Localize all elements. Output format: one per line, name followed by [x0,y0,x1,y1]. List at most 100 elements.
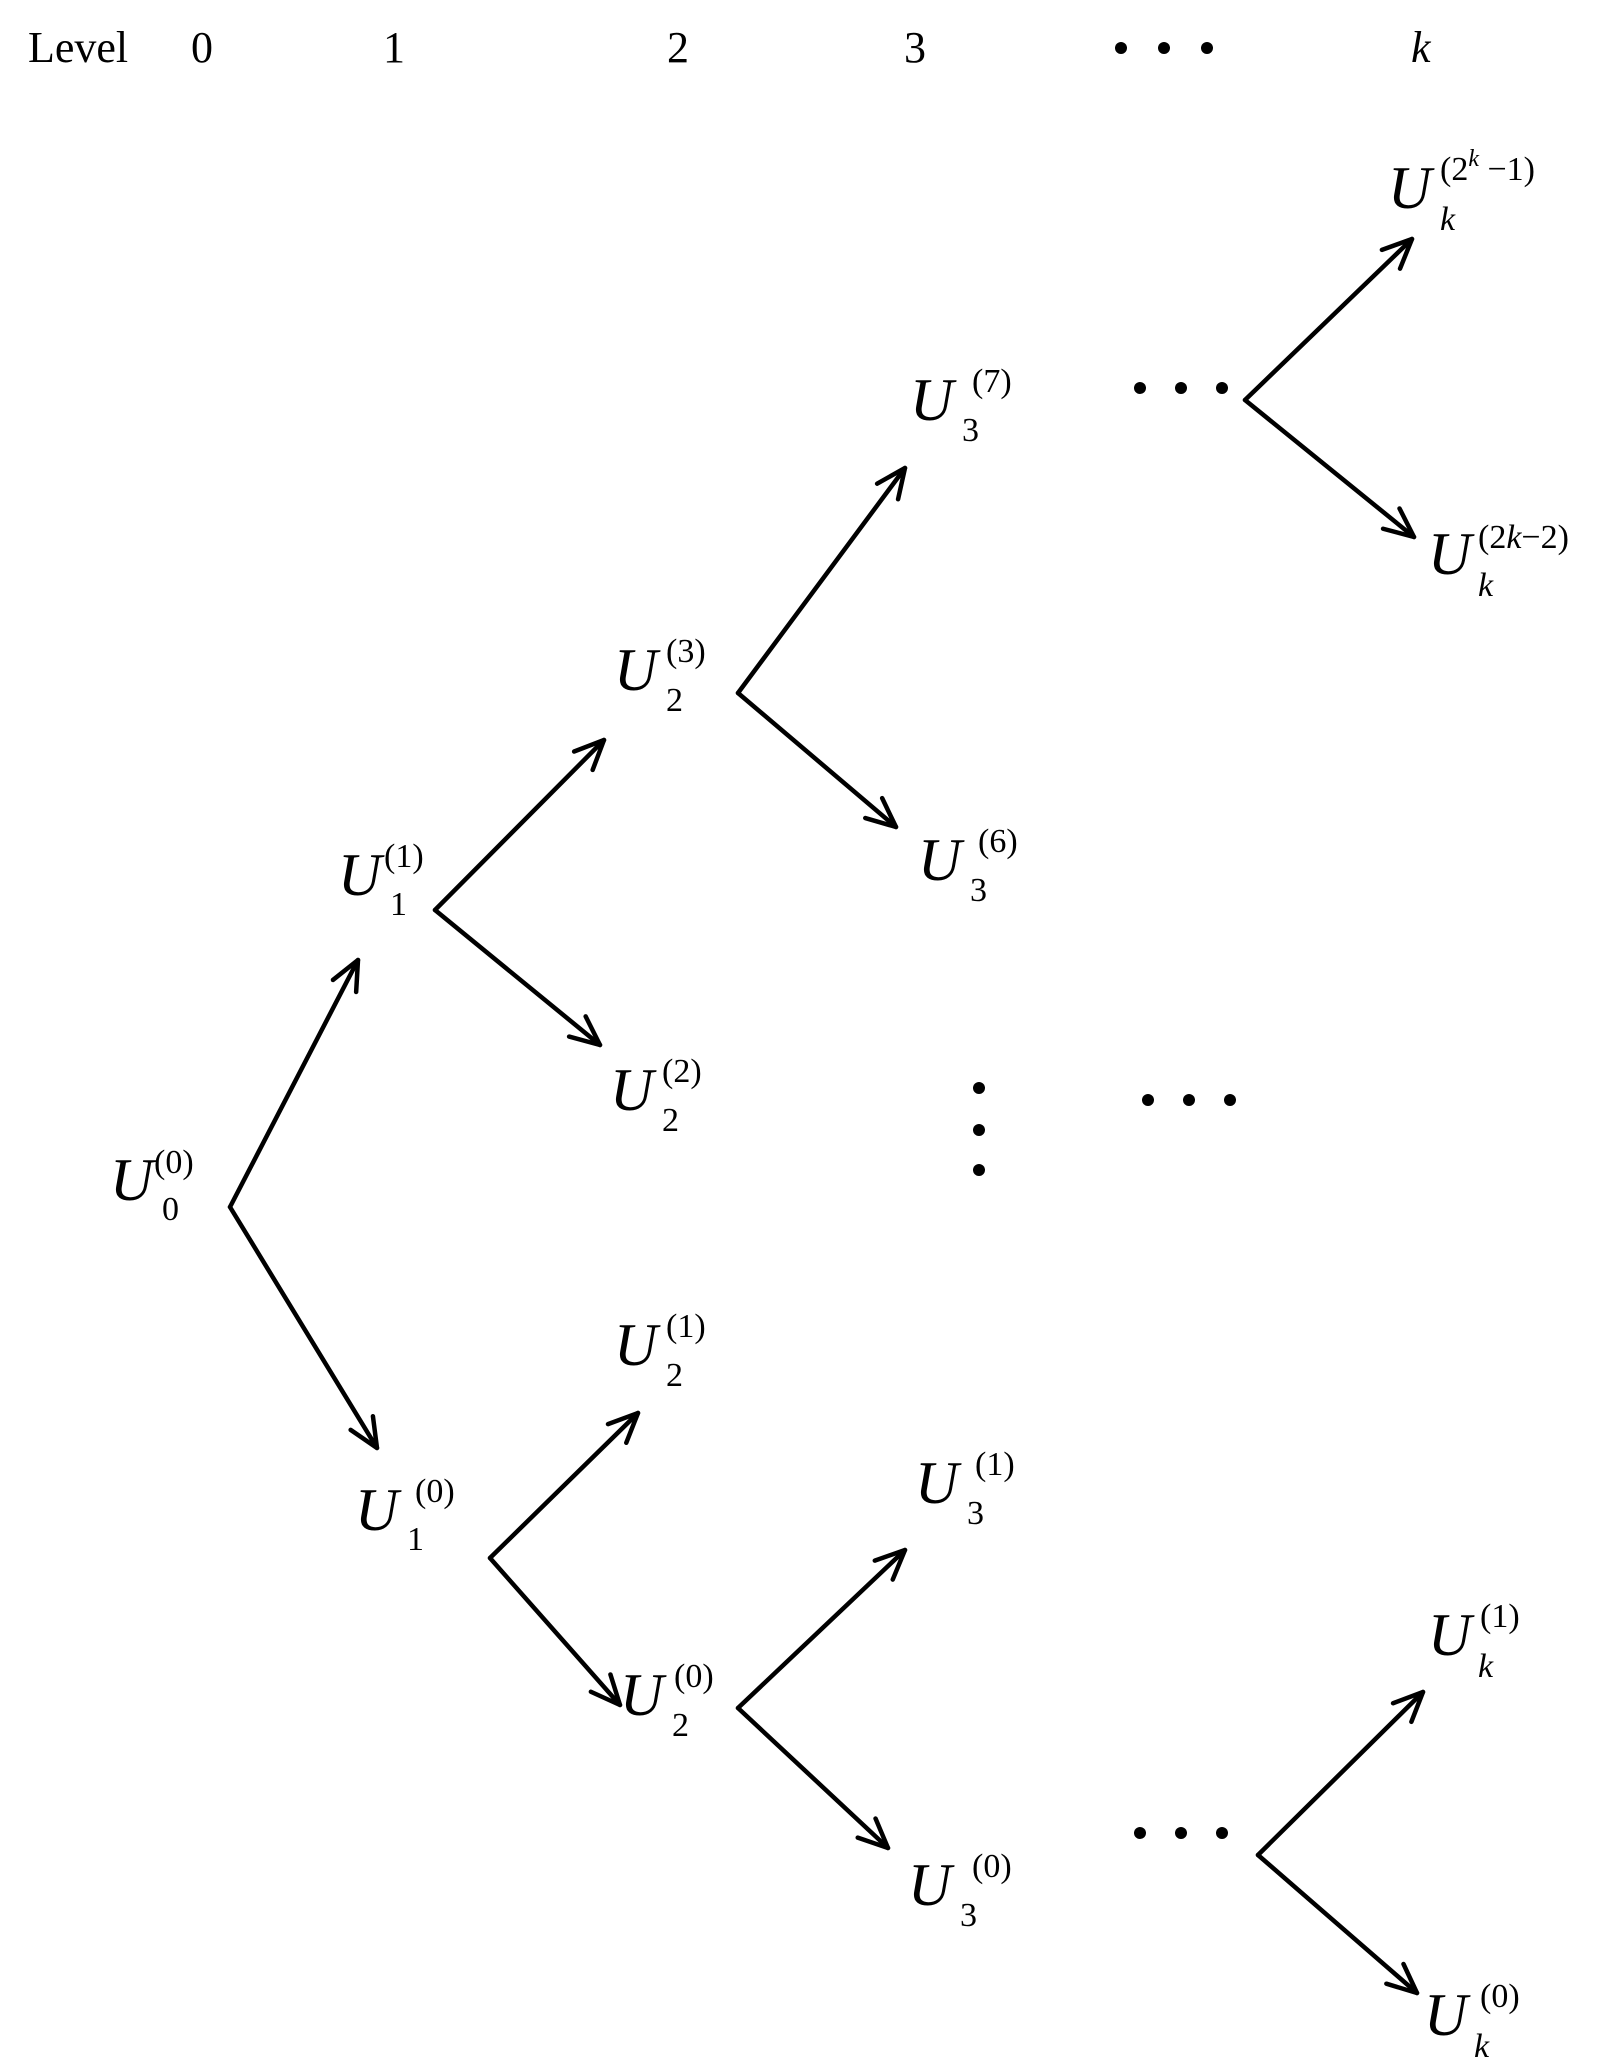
edge-bottom-to-Uk0 [1255,1852,1420,1996]
edge-bottom-to-Uk0-arrowhead [1384,1961,1420,1996]
svg-text:(0): (0) [674,1658,714,1695]
level-2-label: 2 [667,23,689,72]
svg-text:(1): (1) [1480,1598,1520,1635]
node-U2-1: U (1) 2 [614,1308,706,1394]
svg-text:0: 0 [162,1191,179,1228]
node-U1-0: U (0) 1 [355,1473,455,1558]
node-Uk-2k-minus-1: U (2k −1) k [1388,146,1535,238]
svg-text:(2k−2): (2k−2) [1478,519,1569,556]
svg-text:U: U [908,1852,955,1918]
edge-U00-to-U11 [227,957,361,1210]
svg-text:1: 1 [390,886,407,923]
edge-U11-to-U22 [432,907,603,1048]
svg-text:(2k −1): (2k −1) [1440,146,1535,188]
svg-text:U: U [620,1662,667,1728]
svg-text:3: 3 [960,1897,977,1934]
svg-text:(6): (6) [978,823,1018,860]
node-Uk-1: U (1) k [1428,1598,1520,1685]
tree-nodes: U (0) 0 U (1) 1 U (0) 1 U (3) 2 U (2) 2 … [110,146,1569,2065]
edge-U20-to-U30-arrowhead [855,1816,891,1851]
svg-text:(1): (1) [666,1308,706,1345]
svg-text:(0): (0) [154,1144,194,1181]
edge-U23-to-U36 [735,690,899,830]
svg-text:2: 2 [666,682,683,719]
svg-text:2: 2 [672,1707,689,1744]
ellipsis-level-k-bottom [1134,1827,1228,1839]
edge-U20-to-U30 [735,1705,891,1851]
edge-top-to-Uk2k1-arrowhead [1379,236,1415,271]
edge-U11-to-U23 [432,737,607,913]
svg-text:k: k [1474,2028,1490,2065]
node-U3-7: U (7) 3 [910,363,1012,449]
node-U2-2: U (2) 2 [610,1053,702,1139]
level-0-label: 0 [191,23,213,72]
svg-text:U: U [110,1147,157,1213]
svg-text:(1): (1) [975,1446,1015,1483]
svg-text:U: U [1428,521,1475,587]
node-U0-0: U (0) 0 [110,1144,194,1228]
svg-text:U: U [918,827,965,893]
svg-text:U: U [915,1450,962,1516]
vertical-ellipsis-level-3 [973,1082,985,1176]
node-Uk-2k-minus-2: U (2k−2) k [1428,519,1569,604]
edge-top-to-Uk2k2 [1242,397,1417,540]
node-U1-1: U (1) 1 [338,838,424,923]
edge-U00-to-U10-arrowhead [348,1414,380,1451]
level-1-label: 1 [383,23,405,72]
svg-text:U: U [338,842,385,908]
edge-U10-to-U21-arrowhead [605,1410,641,1446]
svg-text:U: U [1424,1982,1471,2048]
svg-text:U: U [910,367,957,433]
tree-edges [227,236,1426,1996]
node-U2-0: U (0) 2 [620,1658,714,1744]
svg-text:U: U [355,1477,402,1543]
edge-bottom-to-Uk1-arrowhead [1390,1689,1426,1725]
svg-text:k: k [1440,201,1456,238]
svg-text:1: 1 [407,1521,424,1558]
svg-text:(0): (0) [1480,1978,1520,2015]
svg-text:U: U [1388,155,1435,221]
svg-text:U: U [1428,1602,1475,1668]
svg-text:k: k [1478,1648,1494,1685]
edge-top-to-Uk2k1 [1242,236,1415,403]
node-U2-3: U (3) 2 [614,633,706,719]
svg-text:(1): (1) [384,838,424,875]
level-header: Level 0 1 2 3 k [28,23,1432,72]
svg-text:3: 3 [962,412,979,449]
edge-U23-to-U37 [735,465,908,696]
edge-U00-to-U11-arrowhead [330,957,361,995]
level-k-label: k [1411,23,1432,72]
edge-U11-to-U22-arrowhead [566,1014,603,1048]
edge-top-to-Uk2k2-arrowhead [1380,506,1417,540]
svg-text:(0): (0) [972,1848,1012,1885]
edge-U23-to-U37-arrowhead [874,465,908,502]
svg-text:U: U [614,637,661,703]
svg-text:(7): (7) [972,363,1012,400]
edge-U11-to-U23-arrowhead [571,737,607,773]
level-ellipsis [1115,42,1213,54]
edge-U10-to-U21 [487,1410,641,1561]
edge-U20-to-U31 [735,1547,908,1711]
node-Uk-0: U (0) k [1424,1978,1520,2065]
ellipsis-level-k-top [1134,382,1228,394]
svg-text:2: 2 [666,1357,683,1394]
edge-U23-to-U36-arrowhead [863,795,899,830]
node-U3-1: U (1) 3 [915,1446,1015,1532]
edge-U10-to-U20-arrowhead [588,1672,623,1708]
node-U3-0: U (0) 3 [908,1848,1012,1934]
svg-text:(3): (3) [666,633,706,670]
svg-text:2: 2 [662,1102,679,1139]
level-label: Level [28,23,128,72]
svg-text:3: 3 [967,1495,984,1532]
level-3-label: 3 [904,23,926,72]
svg-text:(2): (2) [662,1053,702,1090]
svg-text:U: U [610,1057,657,1123]
svg-text:(0): (0) [415,1473,455,1510]
svg-text:U: U [614,1312,661,1378]
svg-text:3: 3 [970,872,987,909]
node-U3-6: U (6) 3 [918,823,1018,909]
svg-text:k: k [1478,567,1494,604]
edge-U20-to-U31-arrowhead [872,1547,908,1582]
edge-U00-to-U10 [227,1204,380,1451]
